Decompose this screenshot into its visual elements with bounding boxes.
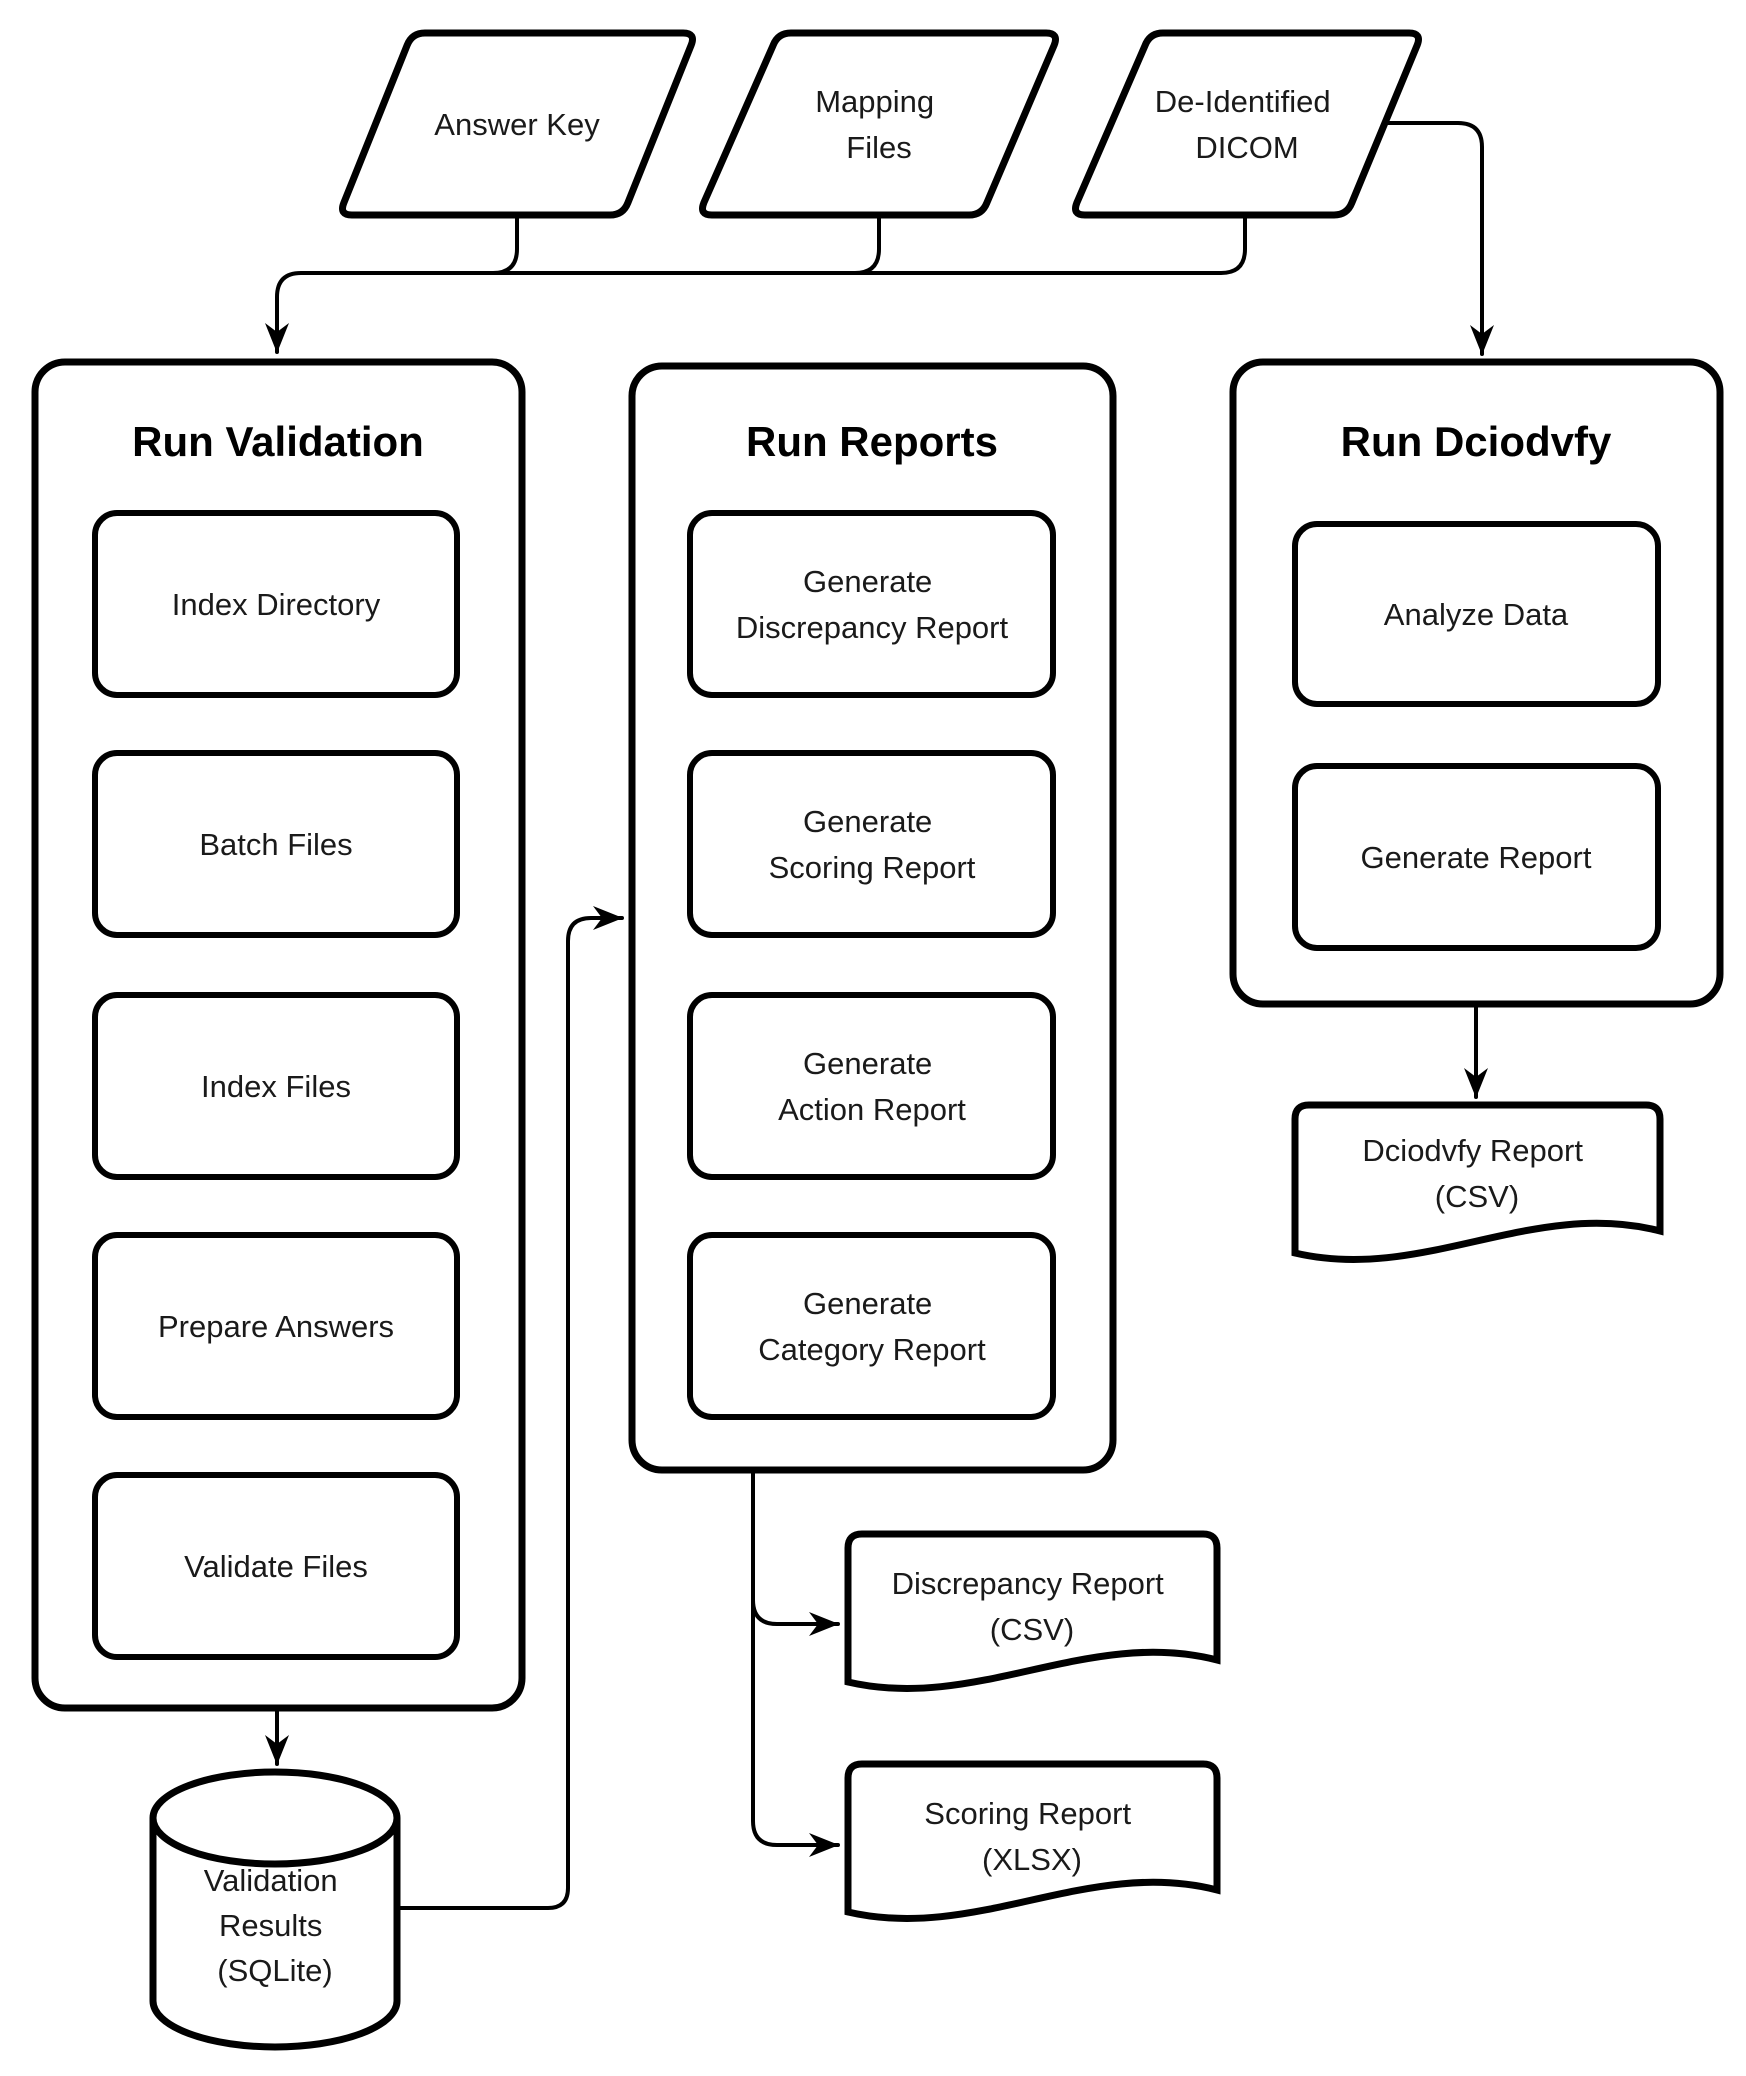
doc-scoring-report: Scoring Report (XLSX) xyxy=(844,1760,1221,1922)
input-mapping-files: Mapping Files xyxy=(699,29,1059,219)
step-prepare-answers xyxy=(92,1232,460,1420)
doc-dciodvfy-report: Dciodvfy Report (CSV) xyxy=(1291,1101,1664,1263)
database-label: Validation Results (SQLite) xyxy=(204,1863,346,1988)
document-shape xyxy=(844,1530,1221,1692)
document-label: Discrepancy Report (CSV) xyxy=(892,1566,1173,1647)
database-validation-results: Validation Results (SQLite) xyxy=(149,1768,401,2051)
parallelogram-mapping-files xyxy=(699,29,1059,219)
step-generate-category-report xyxy=(687,1232,1056,1420)
group-run-dciodvfy: Run Dciodvfy Analyze Data Generate Repor… xyxy=(1229,358,1724,1008)
step-label: Generate Report xyxy=(1361,840,1592,875)
step-generate-scoring-report xyxy=(687,750,1056,938)
step-label: Index Files xyxy=(201,1069,351,1104)
step-label: Generate Category Report xyxy=(758,1286,986,1367)
connector-inputs-to-run-validation xyxy=(265,213,1247,354)
group-run-validation: Run Validation Index Directory Batch Fil… xyxy=(31,358,526,1712)
group-run-reports: Run Reports Generate Discrepancy Report … xyxy=(628,362,1117,1474)
input-de-identified-dicom: De-Identified DICOM xyxy=(1072,29,1422,219)
step-batch-files xyxy=(92,750,460,938)
step-index-files xyxy=(92,992,460,1180)
step-label: Index Directory xyxy=(172,587,381,622)
group-title: Run Reports xyxy=(746,418,998,465)
input-label: De-Identified DICOM xyxy=(1155,84,1339,165)
step-label: Prepare Answers xyxy=(158,1309,394,1344)
step-generate-action-report xyxy=(687,992,1056,1180)
parallelogram-answer-key xyxy=(339,29,696,219)
connector-run-reports-to-scoring-report xyxy=(751,1468,840,1857)
input-answer-key: Answer Key xyxy=(339,29,696,219)
connector-answer-key-drop xyxy=(491,213,519,275)
database-cylinder-top xyxy=(149,1768,401,1868)
step-analyze-data xyxy=(1292,521,1661,707)
connector-dicom-to-run-dciodvfy xyxy=(1383,121,1494,356)
step-generate-report xyxy=(1292,763,1661,951)
step-label: Validate Files xyxy=(184,1549,368,1584)
document-label: Scoring Report (XLSX) xyxy=(924,1796,1139,1877)
step-label: Generate Scoring Report xyxy=(769,804,976,885)
step-validate-files xyxy=(92,1472,460,1660)
step-index-directory xyxy=(92,510,460,698)
step-label: Generate Discrepancy Report xyxy=(736,564,1009,645)
step-label: Batch Files xyxy=(199,827,352,862)
connector-run-reports-to-discrepancy-report xyxy=(751,1468,840,1636)
group-title: Run Dciodvfy xyxy=(1341,418,1612,465)
step-label: Generate Action Report xyxy=(778,1046,966,1127)
step-generate-discrepancy-report xyxy=(687,510,1056,698)
connector-mapping-files-drop xyxy=(853,213,881,275)
input-label: Mapping Files xyxy=(815,84,943,165)
database-cylinder-body xyxy=(149,1818,401,2051)
doc-discrepancy-report: Discrepancy Report (CSV) xyxy=(844,1530,1221,1692)
group-title: Run Validation xyxy=(132,418,424,465)
input-label: Answer Key xyxy=(434,107,600,142)
document-shape xyxy=(844,1760,1221,1922)
document-label: Dciodvfy Report (CSV) xyxy=(1362,1133,1591,1214)
step-label: Analyze Data xyxy=(1384,597,1569,632)
document-shape xyxy=(1291,1101,1664,1263)
connector-database-to-run-reports xyxy=(395,906,624,1910)
parallelogram-de-identified-dicom xyxy=(1072,29,1422,219)
